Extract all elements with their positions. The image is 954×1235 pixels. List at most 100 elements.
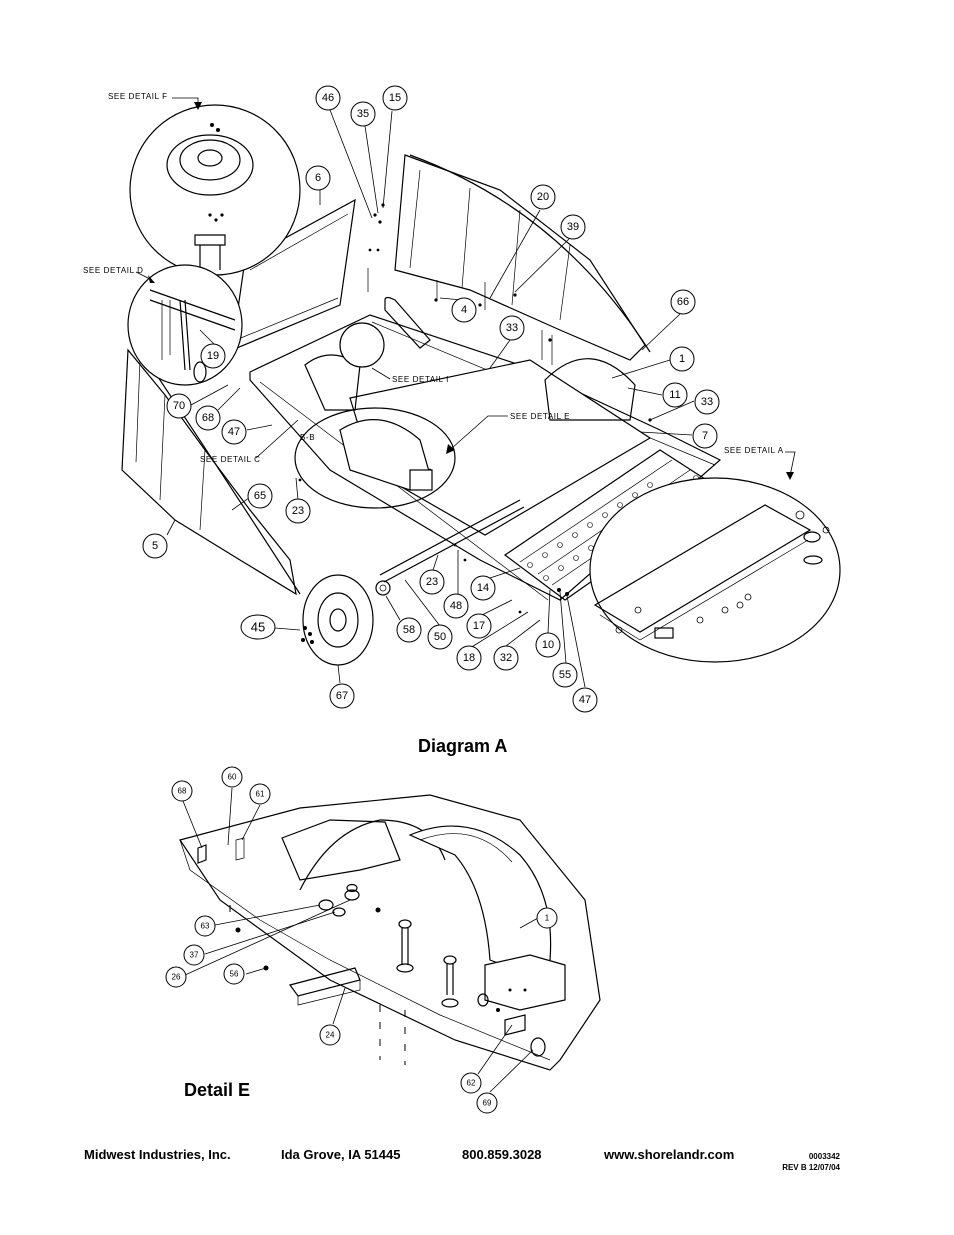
callout-18: 18 xyxy=(456,645,482,671)
svg-text:65: 65 xyxy=(254,490,266,502)
svg-text:37: 37 xyxy=(190,951,199,960)
svg-text:10: 10 xyxy=(542,639,554,651)
callout-5: 5 xyxy=(142,533,168,559)
svg-text:32: 32 xyxy=(500,652,512,664)
svg-text:70: 70 xyxy=(173,400,185,412)
callout-66: 66 xyxy=(670,289,696,315)
svg-text:7: 7 xyxy=(702,430,708,442)
svg-text:1: 1 xyxy=(679,353,685,365)
footer-company: Midwest Industries, Inc. xyxy=(84,1147,231,1162)
detail-e-callout-26: 26 xyxy=(165,966,187,988)
svg-text:39: 39 xyxy=(567,221,579,233)
svg-text:11: 11 xyxy=(669,389,680,401)
svg-text:18: 18 xyxy=(463,652,475,664)
detail-e-callout-56: 56 xyxy=(223,963,245,985)
svg-text:46: 46 xyxy=(322,92,334,104)
detail-e-ref: SEE DETAIL E xyxy=(510,412,570,421)
svg-text:14: 14 xyxy=(477,582,489,594)
doc-number: 0003342 xyxy=(808,1152,840,1161)
svg-text:61: 61 xyxy=(256,790,265,799)
detail-e-callout-61: 61 xyxy=(249,783,271,805)
svg-text:56: 56 xyxy=(230,970,239,979)
callout-46: 46 xyxy=(315,85,341,111)
svg-text:55: 55 xyxy=(559,669,571,681)
callout-70: 70 xyxy=(166,393,192,419)
svg-text:17: 17 xyxy=(473,620,485,632)
svg-text:58: 58 xyxy=(403,624,415,636)
svg-text:68: 68 xyxy=(202,412,214,424)
svg-text:33: 33 xyxy=(701,396,713,408)
detail-f-ref: SEE DETAIL F xyxy=(108,92,168,101)
footer-location: Ida Grove, IA 51445 xyxy=(281,1147,401,1162)
callout-47: 47 xyxy=(221,419,247,445)
detail-a-ref: SEE DETAIL A xyxy=(724,446,784,455)
callout-65: 65 xyxy=(247,483,273,509)
detail-e-callout-62: 62 xyxy=(460,1072,482,1094)
callout-39: 39 xyxy=(560,214,586,240)
svg-text:15: 15 xyxy=(389,92,401,104)
callout-58: 58 xyxy=(396,617,422,643)
svg-text:23: 23 xyxy=(292,505,304,517)
detail-c-ref: SEE DETAIL C xyxy=(200,455,261,464)
callout-45: 45 xyxy=(240,614,276,640)
section-mark: B-B xyxy=(300,433,315,442)
callout-47b: 47 xyxy=(572,687,598,713)
svg-text:47: 47 xyxy=(228,426,240,438)
detail-d-ref: SEE DETAIL D xyxy=(83,266,144,275)
callout-17: 17 xyxy=(466,613,492,639)
detail-e-callout-37: 37 xyxy=(183,944,205,966)
svg-text:63: 63 xyxy=(201,922,210,931)
callout-32: 32 xyxy=(493,645,519,671)
doc-revision: REV B 12/07/04 xyxy=(782,1163,840,1172)
callout-1: 1 xyxy=(669,346,695,372)
callout-14: 14 xyxy=(470,575,496,601)
svg-text:6: 6 xyxy=(315,172,321,184)
svg-text:33: 33 xyxy=(506,322,518,334)
svg-text:66: 66 xyxy=(677,296,689,308)
callout-6: 6 xyxy=(305,165,331,191)
callout-19: 19 xyxy=(200,343,226,369)
diagram-a-drawing: SEE DETAIL F SEE DETAIL D SEE DETAIL I S… xyxy=(83,85,841,713)
svg-text:26: 26 xyxy=(172,973,181,982)
svg-text:48: 48 xyxy=(450,600,462,612)
detail-e-drawing: 68 60 61 1 63 37 26 56 24 62 69 xyxy=(165,766,601,1114)
svg-text:67: 67 xyxy=(336,690,348,702)
svg-text:24: 24 xyxy=(326,1031,335,1040)
svg-text:4: 4 xyxy=(461,304,467,316)
callout-35: 35 xyxy=(350,101,376,127)
svg-text:50: 50 xyxy=(434,631,446,643)
callout-11: 11 xyxy=(662,382,688,408)
detail-e-callout-63: 63 xyxy=(194,915,216,937)
svg-text:60: 60 xyxy=(228,773,237,782)
callout-50: 50 xyxy=(427,624,453,650)
callout-10: 10 xyxy=(535,632,561,658)
detail-e-callout-1: 1 xyxy=(536,907,558,929)
svg-text:45: 45 xyxy=(251,620,265,635)
svg-text:1: 1 xyxy=(545,914,550,923)
svg-text:68: 68 xyxy=(178,787,187,796)
svg-text:19: 19 xyxy=(207,350,219,362)
callout-68: 68 xyxy=(195,405,221,431)
svg-text:62: 62 xyxy=(467,1079,476,1088)
footer-website[interactable]: www.shorelandr.com xyxy=(604,1147,735,1162)
detail-e-callout-69: 69 xyxy=(476,1092,498,1114)
svg-text:35: 35 xyxy=(357,108,369,120)
callout-20: 20 xyxy=(530,184,556,210)
svg-text:5: 5 xyxy=(152,540,158,552)
callout-7: 7 xyxy=(692,423,718,449)
svg-text:20: 20 xyxy=(537,191,549,203)
callout-15: 15 xyxy=(382,85,408,111)
svg-text:47: 47 xyxy=(579,694,591,706)
callout-23b: 23 xyxy=(419,569,445,595)
callout-23: 23 xyxy=(285,498,311,524)
svg-text:23: 23 xyxy=(426,576,438,588)
callout-33b: 33 xyxy=(694,389,720,415)
detail-e-callout-60: 60 xyxy=(221,766,243,788)
callout-4: 4 xyxy=(451,297,477,323)
footer-phone: 800.859.3028 xyxy=(462,1147,542,1162)
callout-55: 55 xyxy=(552,662,578,688)
diagram-a-caption: Diagram A xyxy=(418,736,508,756)
svg-text:69: 69 xyxy=(483,1099,492,1108)
callout-48: 48 xyxy=(443,593,469,619)
